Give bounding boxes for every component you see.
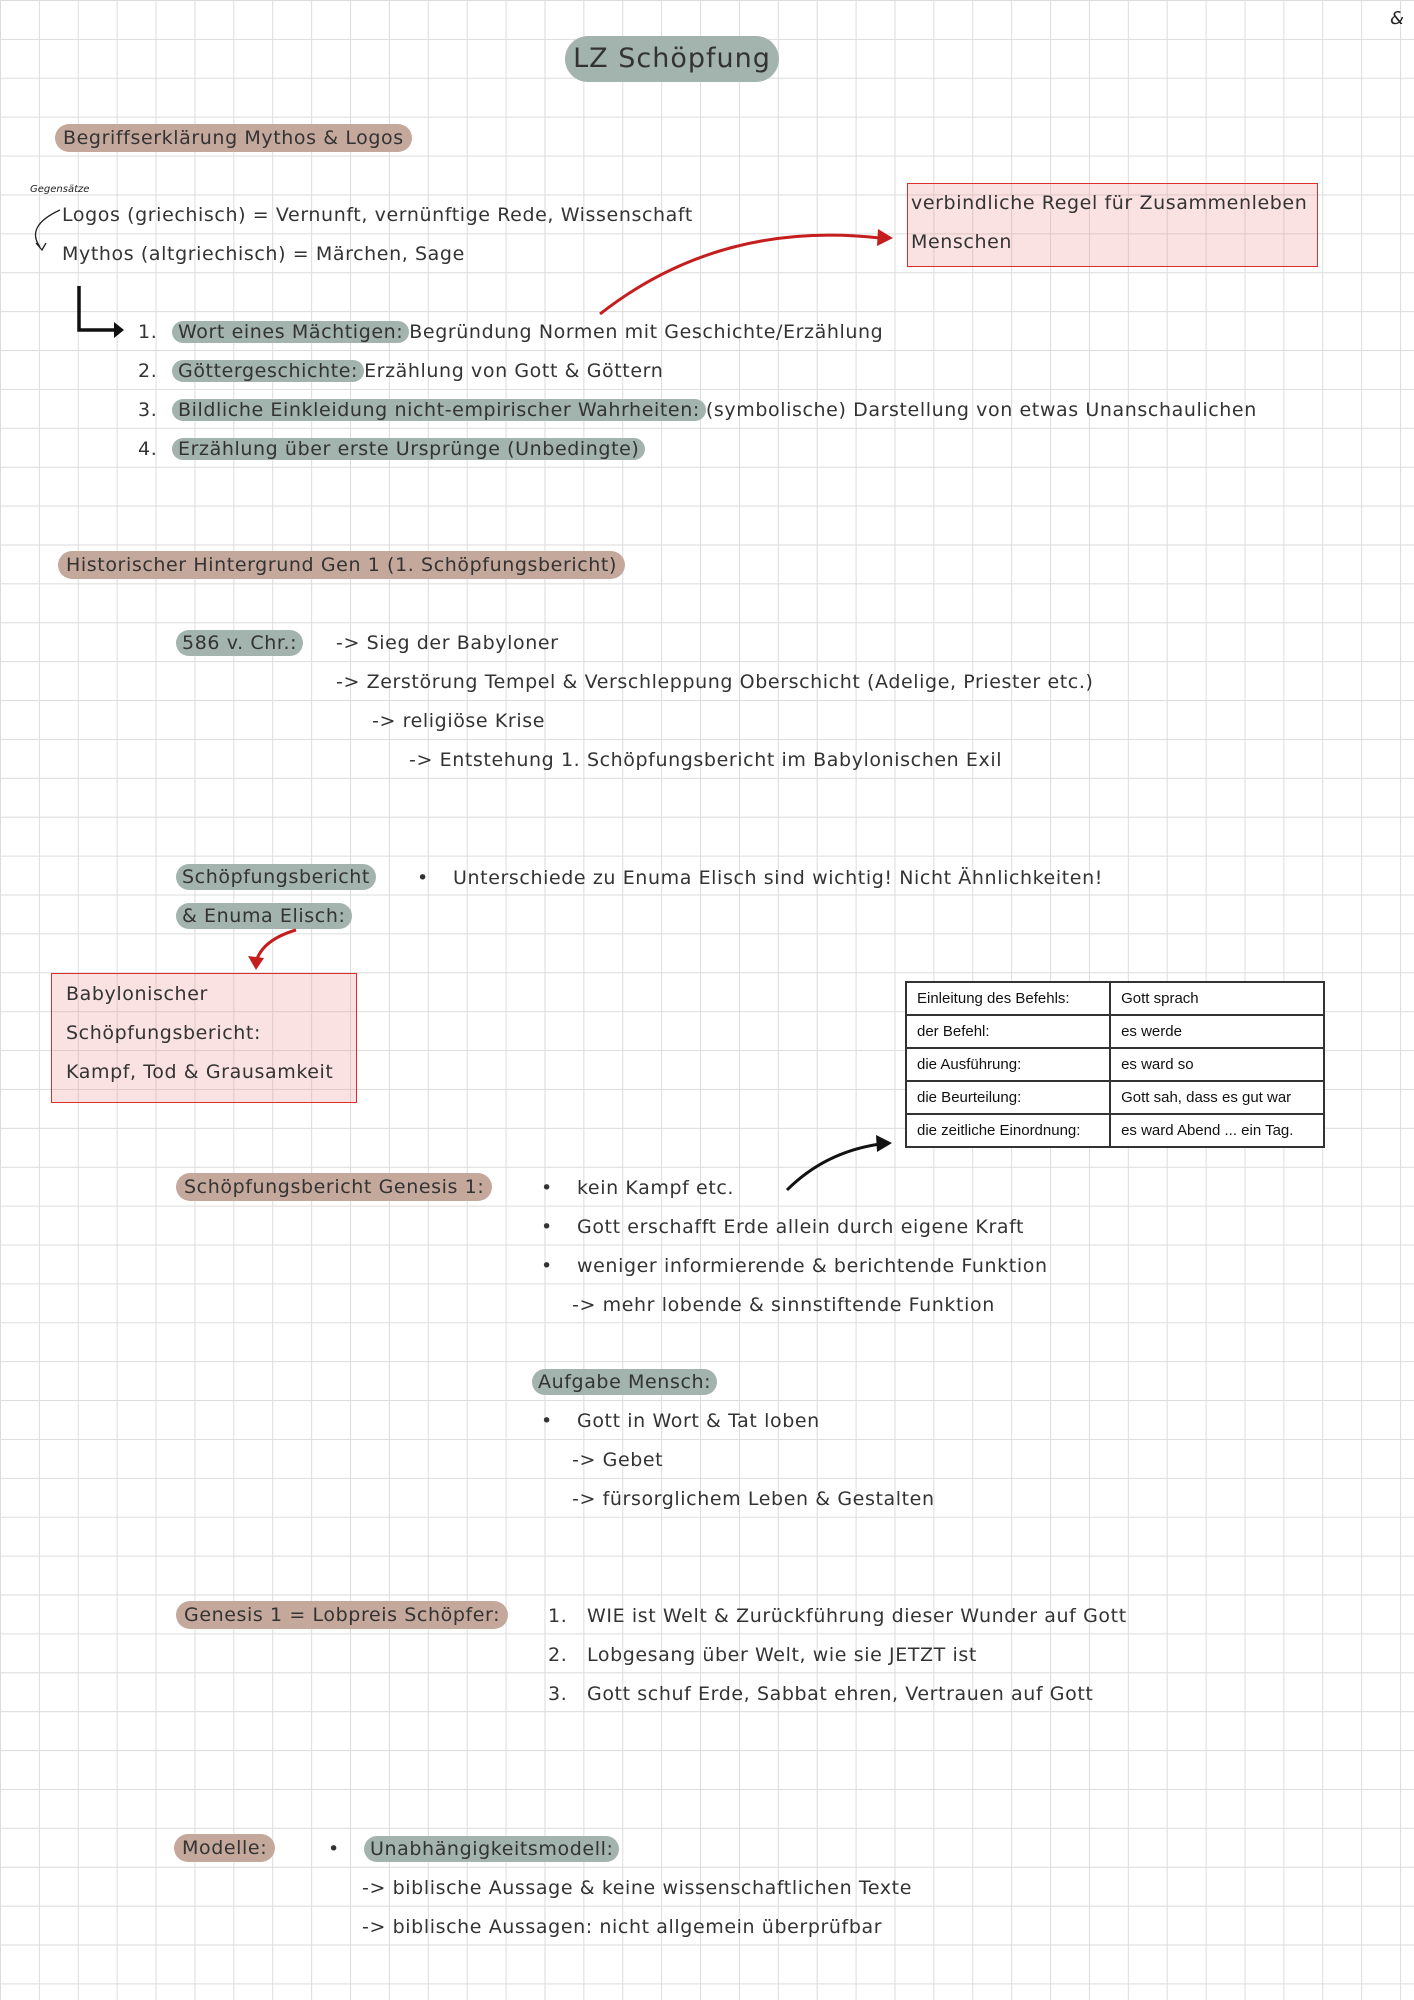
black-arrow-to-table-icon (785, 1135, 892, 1192)
aufgabe-sub-2: -> fürsorglichem Leben & Gestalten (572, 1488, 935, 1510)
table-cell-label: Einleitung des Befehls: (904, 981, 1112, 1016)
lobpreis-item-1: WIE ist Welt & Zurückführung dieser Wund… (587, 1605, 1127, 1627)
table-cell-label: die zeitliche Einordnung: (904, 1113, 1112, 1148)
item-label-wort: Wort eines Mächtigen: (172, 321, 410, 343)
list-item-1: Wort eines Mächtigen:Begründung Normen m… (172, 319, 883, 345)
compare-bullet: Unterschiede zu Enuma Elisch sind wichti… (417, 865, 1103, 891)
list-item-3: Bildliche Einkleidung nicht-empirischer … (172, 397, 1257, 423)
history-line-2: -> Zerstörung Tempel & Verschleppung Obe… (336, 671, 1094, 693)
item-label-ursprung: Erzählung über erste Ursprünge (Unbeding… (172, 438, 646, 460)
aufgabe-bullet: Gott in Wort & Tat loben (541, 1408, 820, 1434)
lobpreis-number-2: 2. (548, 1644, 568, 1666)
genesis-bullet-1: kein Kampf etc. (541, 1175, 734, 1201)
table-cell-label: die Ausführung: (904, 1047, 1112, 1082)
logos-definition: Logos (griechisch) = Vernunft, vernünfti… (62, 204, 693, 226)
genesis-sub: -> mehr lobende & sinnstiftende Funktion (572, 1294, 995, 1316)
table-cell-label: der Befehl: (904, 1014, 1112, 1049)
table-row: die Beurteilung: Gott sah, dass es gut w… (904, 1080, 1325, 1115)
item-number-2: 2. (138, 360, 158, 382)
genesis-bullet-3: weniger informierende & berichtende Funk… (541, 1253, 1048, 1279)
list-item-2: Göttergeschichte:Erzählung von Gott & Gö… (172, 358, 663, 384)
item-label-goetter: Göttergeschichte: (172, 360, 365, 382)
list-item-4: Erzählung über erste Ursprünge (Unbeding… (172, 436, 646, 462)
babylon-line-3: Kampf, Tod & Grausamkeit (66, 1061, 334, 1083)
item-number-4: 4. (138, 438, 158, 460)
genesis-label: Schöpfungsbericht Genesis 1: (176, 1173, 493, 1201)
corner-signature: & (1390, 8, 1405, 29)
red-arrow-to-note-icon (599, 229, 893, 316)
item-number-3: 3. (138, 399, 158, 421)
table-cell-value: es ward so (1109, 1047, 1325, 1082)
table-cell-value: Gott sprach (1109, 981, 1325, 1016)
babylon-line-1: Babylonischer (66, 983, 208, 1005)
babylon-line-2: Schöpfungsbericht: (66, 1022, 261, 1044)
side-note-gegensaetze: Gegensätze (30, 184, 90, 195)
note-box-line-2: Menschen (911, 231, 1013, 253)
lobpreis-item-3: Gott schuf Erde, Sabbat ehren, Vertrauen… (587, 1683, 1094, 1705)
compare-label-line-2: & Enuma Elisch: (176, 903, 352, 929)
compare-label-line-1: Schöpfungsbericht (176, 864, 376, 890)
table-row: der Befehl: es werde (904, 1014, 1325, 1049)
history-line-1: -> Sieg der Babyloner (336, 632, 559, 654)
aufgabe-sub-1: -> Gebet (572, 1449, 664, 1471)
item-text-2: Erzählung von Gott & Göttern (364, 360, 664, 382)
item-text-3: (symbolische) Darstellung von etwas Unan… (705, 399, 1257, 421)
lobpreis-number-3: 3. (548, 1683, 568, 1705)
babylon-box (51, 973, 357, 1103)
section-heading-mythos-logos: Begriffserklärung Mythos & Logos (55, 124, 412, 152)
table-cell-label: die Beurteilung: (904, 1080, 1112, 1115)
mythos-definition: Mythos (altgriechisch) = Märchen, Sage (62, 243, 465, 265)
lobpreis-label: Genesis 1 = Lobpreis Schöpfer: (176, 1601, 509, 1629)
modell-line-2: -> biblische Aussagen: nicht allgemein ü… (362, 1916, 883, 1938)
item-label-bildliche: Bildliche Einkleidung nicht-empirischer … (172, 399, 706, 421)
lobpreis-item-2: Lobgesang über Welt, wie sie JETZT ist (587, 1644, 977, 1666)
modell-name: Unabhängigkeitsmodell: (328, 1836, 620, 1862)
note-box-line-1: verbindliche Regel für Zusammenleben (911, 192, 1308, 214)
red-arrow-to-babylon-icon (248, 928, 297, 970)
befehl-table: Einleitung des Befehls: Gott sprach der … (904, 981, 1325, 1148)
note-box-regel (907, 183, 1318, 267)
table-cell-value: es werde (1109, 1014, 1325, 1049)
item-text-1: Begründung Normen mit Geschichte/Erzählu… (409, 321, 884, 343)
genesis-bullet-2: Gott erschafft Erde allein durch eigene … (541, 1214, 1024, 1240)
section-heading-historisch: Historischer Hintergrund Gen 1 (1. Schöp… (58, 551, 625, 579)
modelle-label: Modelle: (174, 1834, 276, 1862)
table-row: Einleitung des Befehls: Gott sprach (904, 981, 1325, 1016)
modell-line-1: -> biblische Aussage & keine wissenschaf… (362, 1877, 912, 1899)
table-cell-value: es ward Abend ... ein Tag. (1109, 1113, 1325, 1148)
history-line-3: -> religiöse Krise (372, 710, 545, 732)
table-cell-value: Gott sah, dass es gut war (1109, 1080, 1325, 1115)
table-row: die zeitliche Einordnung: es ward Abend … (904, 1113, 1325, 1148)
lobpreis-number-1: 1. (548, 1605, 568, 1627)
item-number-1: 1. (138, 321, 158, 343)
table-row: die Ausführung: es ward so (904, 1047, 1325, 1082)
aufgabe-label: Aufgabe Mensch: (532, 1369, 718, 1395)
history-line-4: -> Entstehung 1. Schöpfungsbericht im Ba… (409, 749, 1003, 771)
page-title: LZ Schöpfung (565, 36, 779, 82)
date-label: 586 v. Chr.: (176, 630, 304, 656)
